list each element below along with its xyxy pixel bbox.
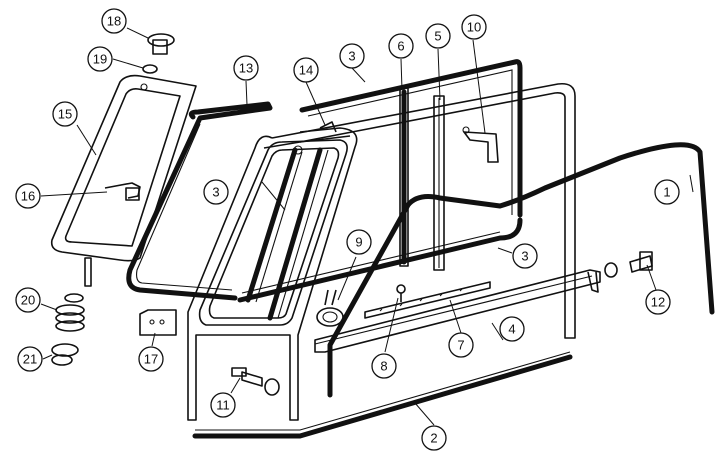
leader-lines	[40, 27, 694, 426]
lower-bolt-part	[231, 367, 263, 387]
callout-17: 17	[138, 346, 164, 372]
svg-text:15: 15	[58, 107, 72, 122]
spring-stack-part	[55, 293, 85, 332]
svg-text:1: 1	[663, 185, 670, 200]
vent-handle-part	[104, 182, 141, 201]
svg-text:6: 6	[397, 39, 404, 54]
svg-text:12: 12	[651, 295, 665, 310]
callout-8: 8	[371, 353, 397, 379]
glass-bracket-part	[462, 126, 499, 163]
callout-3-lower: 3	[512, 243, 538, 269]
frame-top-bracket	[319, 121, 337, 133]
callout-13: 13	[233, 55, 259, 81]
strip-part	[364, 281, 491, 319]
svg-text:21: 21	[23, 352, 37, 367]
callout-4: 4	[499, 316, 525, 342]
pivot-pin-part	[84, 257, 92, 287]
rail-bolt-part	[629, 251, 653, 273]
svg-text:3: 3	[348, 49, 355, 64]
callout-9: 9	[346, 229, 372, 255]
svg-text:10: 10	[467, 20, 481, 35]
vent-bracket-part	[139, 309, 177, 336]
svg-text:8: 8	[380, 359, 387, 374]
vent-window-part	[50, 74, 197, 262]
callout-19: 19	[87, 46, 113, 72]
svg-text:14: 14	[299, 63, 313, 78]
outer-door-seal-part	[327, 142, 715, 398]
callout-2: 2	[421, 425, 447, 451]
callout-12: 12	[645, 289, 671, 315]
rear-glass-seal-part	[299, 59, 523, 218]
callout-6: 6	[388, 33, 414, 59]
svg-text:17: 17	[144, 352, 158, 367]
callout-3-front: 3	[203, 179, 229, 205]
svg-text:13: 13	[239, 61, 253, 76]
svg-text:9: 9	[355, 235, 362, 250]
centre-channel-part	[433, 95, 445, 271]
callout-5: 5	[425, 23, 451, 49]
knob-part	[147, 33, 175, 55]
callout-3-rear: 3	[339, 43, 365, 69]
pivot-nut-part	[51, 343, 79, 366]
callout-7: 7	[448, 332, 474, 358]
svg-text:4: 4	[508, 322, 515, 337]
front-glass-seal-part	[126, 101, 273, 301]
callout-1: 1	[654, 179, 680, 205]
callout-16: 16	[15, 183, 41, 209]
vertical-channel-part	[399, 87, 409, 267]
lower-washer-part	[264, 378, 280, 396]
callout-18: 18	[101, 8, 127, 34]
callout-11: 11	[210, 392, 236, 418]
svg-text:19: 19	[93, 52, 107, 67]
door-catch-part	[316, 289, 344, 327]
small-screw-part	[396, 284, 406, 302]
knob-washer-part	[142, 64, 158, 74]
svg-text:20: 20	[21, 293, 35, 308]
rail-washer-part	[604, 262, 618, 278]
svg-text:7: 7	[457, 338, 464, 353]
sill-seal-part	[192, 351, 573, 439]
callout-10: 10	[461, 14, 487, 40]
svg-text:18: 18	[107, 14, 121, 29]
callout-20: 20	[15, 287, 41, 313]
svg-text:11: 11	[216, 398, 230, 413]
lower-glass-channel-part	[237, 217, 523, 303]
svg-text:5: 5	[434, 29, 441, 44]
svg-text:2: 2	[430, 431, 437, 446]
upper-door-frame	[187, 82, 576, 421]
callout-21: 21	[17, 346, 43, 372]
callout-15: 15	[52, 101, 78, 127]
svg-text:16: 16	[21, 189, 35, 204]
svg-text:3: 3	[521, 249, 528, 264]
callout-14: 14	[293, 57, 319, 83]
svg-text:3: 3	[212, 185, 219, 200]
